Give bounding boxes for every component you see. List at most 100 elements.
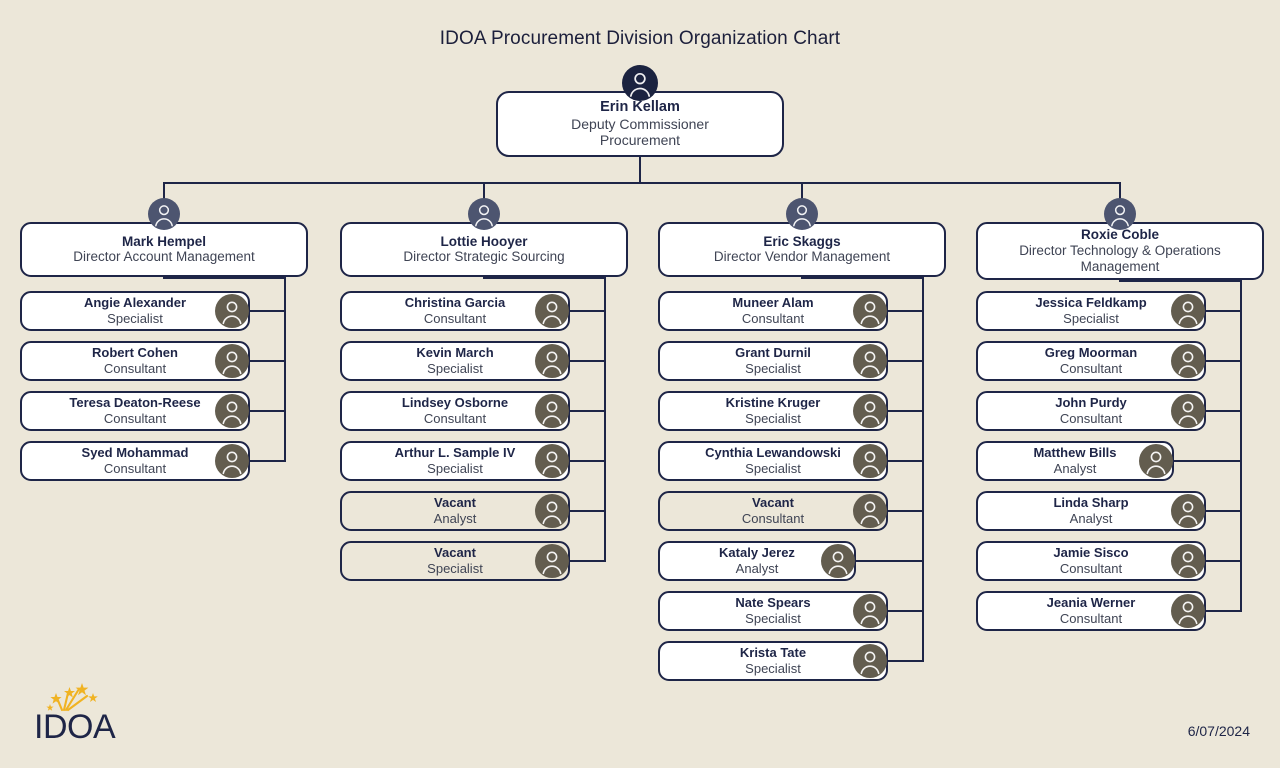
staff-stub-line-1-2 [232, 360, 286, 362]
director-bus-line [163, 182, 1121, 184]
staff-stub-line-2-1 [552, 310, 606, 312]
node-person-title: Consultant [1059, 610, 1123, 626]
avatar-staff-person-icon-3-1 [853, 294, 887, 328]
node-person-name: Kataly Jerez [719, 544, 795, 560]
avatar-staff-person-icon-3-6 [821, 544, 855, 578]
node-person-title: Consultant [423, 410, 487, 426]
avatar-staff-person-icon-3-4 [853, 444, 887, 478]
node-person-name: Jessica Feldkamp [1035, 294, 1147, 310]
staff-stub-line-4-1 [1188, 310, 1242, 312]
staff-stub-line-3-4 [870, 460, 924, 462]
director-spine-connector-3 [801, 277, 924, 279]
director-spine-connector-2 [483, 277, 606, 279]
staff-stub-line-4-5 [1188, 510, 1242, 512]
date-stamp: 6/07/2024 [1187, 723, 1250, 739]
node-person-name: Roxie Coble [1080, 227, 1159, 243]
avatar-staff-person-icon-3-5 [853, 494, 887, 528]
node-person-name: Christina Garcia [404, 294, 506, 310]
node-person-title: Consultant [103, 410, 167, 426]
node-person-title: Consultant [423, 310, 487, 326]
avatar-staff-person-icon-1-4 [215, 444, 249, 478]
node-person-name: Kristine Kruger [725, 394, 821, 410]
node-person-name: Linda Sharp [1053, 494, 1129, 510]
avatar-staff-person-icon-4-4 [1139, 444, 1173, 478]
avatar-staff-person-icon-2-2 [535, 344, 569, 378]
avatar-staff-person-icon-2-3 [535, 394, 569, 428]
avatar-staff-person-icon-4-5 [1171, 494, 1205, 528]
node-person-name: Vacant [434, 544, 476, 560]
staff-stub-line-4-2 [1188, 360, 1242, 362]
staff-stub-line-1-4 [232, 460, 286, 462]
node-person-title: Consultant [103, 460, 167, 476]
node-person-title: Specialist [427, 360, 483, 376]
staff-stub-line-4-4 [1156, 460, 1242, 462]
director-drop-line-1 [163, 182, 165, 214]
avatar-staff-person-icon-4-7 [1171, 594, 1205, 628]
director-drop-line-2 [483, 182, 485, 214]
node-person-name: John Purdy [1055, 394, 1127, 410]
node-person-title: Consultant [741, 510, 805, 526]
staff-stub-line-3-1 [870, 310, 924, 312]
avatar-staff-person-icon-3-8 [853, 644, 887, 678]
director-spine-connector-1 [163, 277, 286, 279]
director-drop-line-4 [1119, 182, 1121, 214]
avatar-director-person-icon-2 [468, 198, 500, 230]
node-person-name: Vacant [434, 494, 476, 510]
node-person-title: Specialist [745, 610, 801, 626]
staff-spine-line-2 [604, 277, 606, 561]
avatar-staff-person-icon-3-3 [853, 394, 887, 428]
avatar-director-person-icon-3 [786, 198, 818, 230]
node-person-title: Analyst [1053, 460, 1097, 476]
node-person-title: Director Strategic Sourcing [403, 249, 565, 265]
avatar-staff-person-icon-2-5 [535, 494, 569, 528]
node-person-title: Analyst [735, 560, 779, 576]
node-person-name: Krista Tate [739, 644, 807, 660]
node-person-title: Specialist [745, 360, 801, 376]
node-person-name: Lindsey Osborne [401, 394, 509, 410]
staff-stub-line-4-3 [1188, 410, 1242, 412]
staff-spine-line-4 [1240, 280, 1242, 611]
avatar-staff-person-icon-4-6 [1171, 544, 1205, 578]
node-person-title: Specialist [745, 410, 801, 426]
node-person-name: Teresa Deaton-Reese [69, 394, 201, 410]
node-person-title: Specialist [745, 660, 801, 676]
staff-stub-line-2-6 [552, 560, 606, 562]
staff-stub-line-2-2 [552, 360, 606, 362]
idoa-logo: IDOA [32, 676, 142, 742]
avatar-director-person-icon-4 [1104, 198, 1136, 230]
staff-stub-line-3-8 [870, 660, 924, 662]
node-person-title: Consultant [741, 310, 805, 326]
staff-stub-line-1-3 [232, 410, 286, 412]
node-person-name: Matthew Bills [1033, 444, 1117, 460]
avatar-staff-person-icon-2-6 [535, 544, 569, 578]
